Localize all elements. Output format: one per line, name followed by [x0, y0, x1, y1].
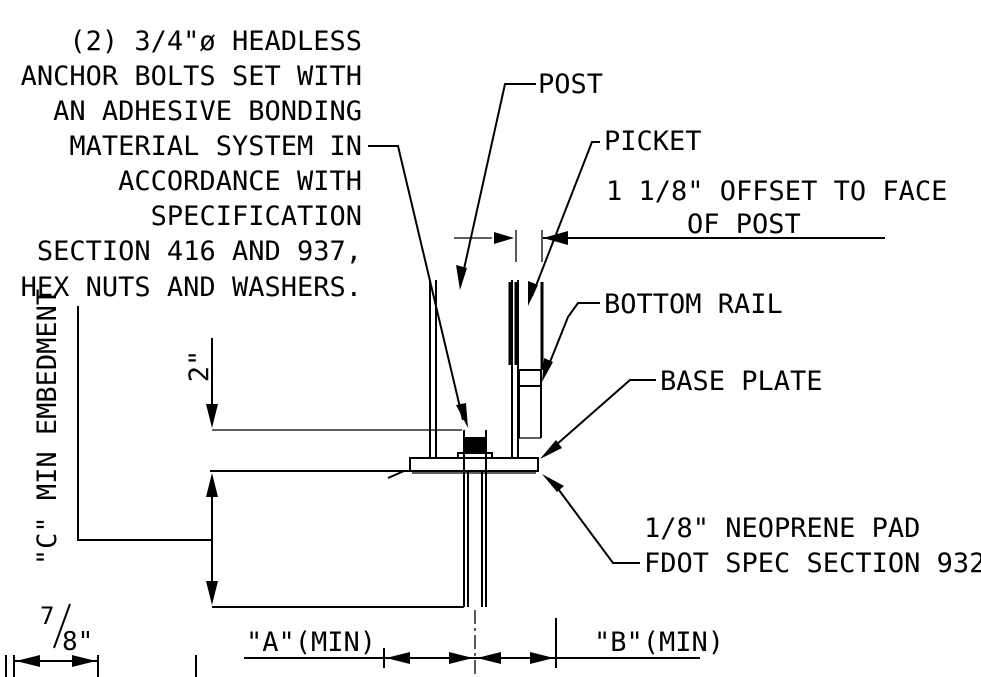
- bottom-rail-leader: [545, 302, 600, 373]
- neoprene-leader-arrow: [542, 474, 564, 492]
- b-min-arrow-left: [477, 652, 501, 664]
- seven-eighths-numerator: 7: [40, 602, 54, 630]
- anchor-note-line-8: HEX NUTS AND WASHERS.: [21, 272, 362, 303]
- washer: [457, 452, 493, 459]
- picket-leader-arrow: [528, 281, 538, 306]
- post-leader-arrow: [456, 265, 467, 290]
- post-label: POST: [538, 69, 603, 100]
- anchor-note-line-1: (2) 3/4"ø HEADLESS: [69, 26, 362, 57]
- two-inch-dimension: 2": [184, 350, 215, 383]
- embedment-dimension-label: "C" MIN EMBEDMENT: [32, 289, 63, 565]
- anchor-note-line-7: SECTION 416 AND 937,: [37, 236, 362, 267]
- offset-arrow-right: [543, 231, 568, 245]
- base-plate: [409, 457, 539, 474]
- embedment-leader: [77, 306, 212, 541]
- base-plate-leader-arrow: [540, 440, 562, 459]
- anchor-note-line-4: MATERIAL SYSTEM IN: [69, 131, 362, 162]
- base-plate-label: BASE PLATE: [660, 366, 823, 397]
- seven-eighths-slash: [53, 603, 71, 649]
- bottom-rail-leader-arrow: [542, 358, 553, 382]
- offset-label-line-2: OF POST: [687, 209, 801, 240]
- base-plate-leader: [547, 379, 656, 453]
- anchor-note-leader-arrow: [456, 403, 468, 428]
- anchor-bolt-note: (2) 3/4"ø HEADLESS ANCHOR BOLTS SET WITH…: [21, 26, 468, 428]
- b-min-dimension: "B"(MIN): [594, 627, 724, 658]
- neoprene-label-line-1: 1/8" NEOPRENE PAD: [644, 513, 920, 544]
- picket: [508, 282, 544, 370]
- offset-label-line-1: 1 1/8" OFFSET TO FACE: [606, 176, 947, 207]
- two-inch-arrow-up: [206, 473, 218, 497]
- bottom-rail-label: BOTTOM RAIL: [604, 289, 783, 320]
- anchor-bolt: [457, 430, 493, 607]
- bottom-rail-cap: [518, 369, 542, 387]
- a-min-arrow-right: [449, 652, 473, 664]
- picket-label: PICKET: [604, 126, 702, 157]
- post: [429, 280, 519, 458]
- post-leader: [461, 83, 536, 279]
- top-of-slab-break: [387, 470, 405, 479]
- embedment-arrow-bottom: [206, 581, 218, 605]
- b-min-arrow-right: [530, 652, 554, 664]
- hex-nut: [463, 437, 487, 453]
- anchor-note-leader: [368, 145, 464, 421]
- base-plate-rect: [409, 457, 539, 472]
- anchor-note-line-6: SPECIFICATION: [151, 201, 362, 232]
- seven-eighths-denominator: 8": [62, 627, 93, 657]
- a-min-dimension: "A"(MIN): [246, 627, 376, 658]
- neoprene-leader: [552, 481, 640, 564]
- anchor-note-line-2: ANCHOR BOLTS SET WITH: [21, 61, 362, 92]
- seven-eighths-arrow-left: [16, 655, 40, 667]
- a-min-arrow-left: [386, 652, 410, 664]
- picket-leader: [531, 141, 600, 297]
- anchor-note-line-3: AN ADHESIVE BONDING: [53, 96, 362, 127]
- anchor-note-line-5: ACCORDANCE WITH: [118, 166, 362, 197]
- bottom-rail: [518, 369, 542, 439]
- offset-arrow-left: [494, 232, 514, 244]
- two-inch-arrow-down: [206, 404, 218, 428]
- neoprene-label-line-2: FDOT SPEC SECTION 932-2: [644, 548, 981, 579]
- seven-eighths-arrow-right: [72, 655, 96, 667]
